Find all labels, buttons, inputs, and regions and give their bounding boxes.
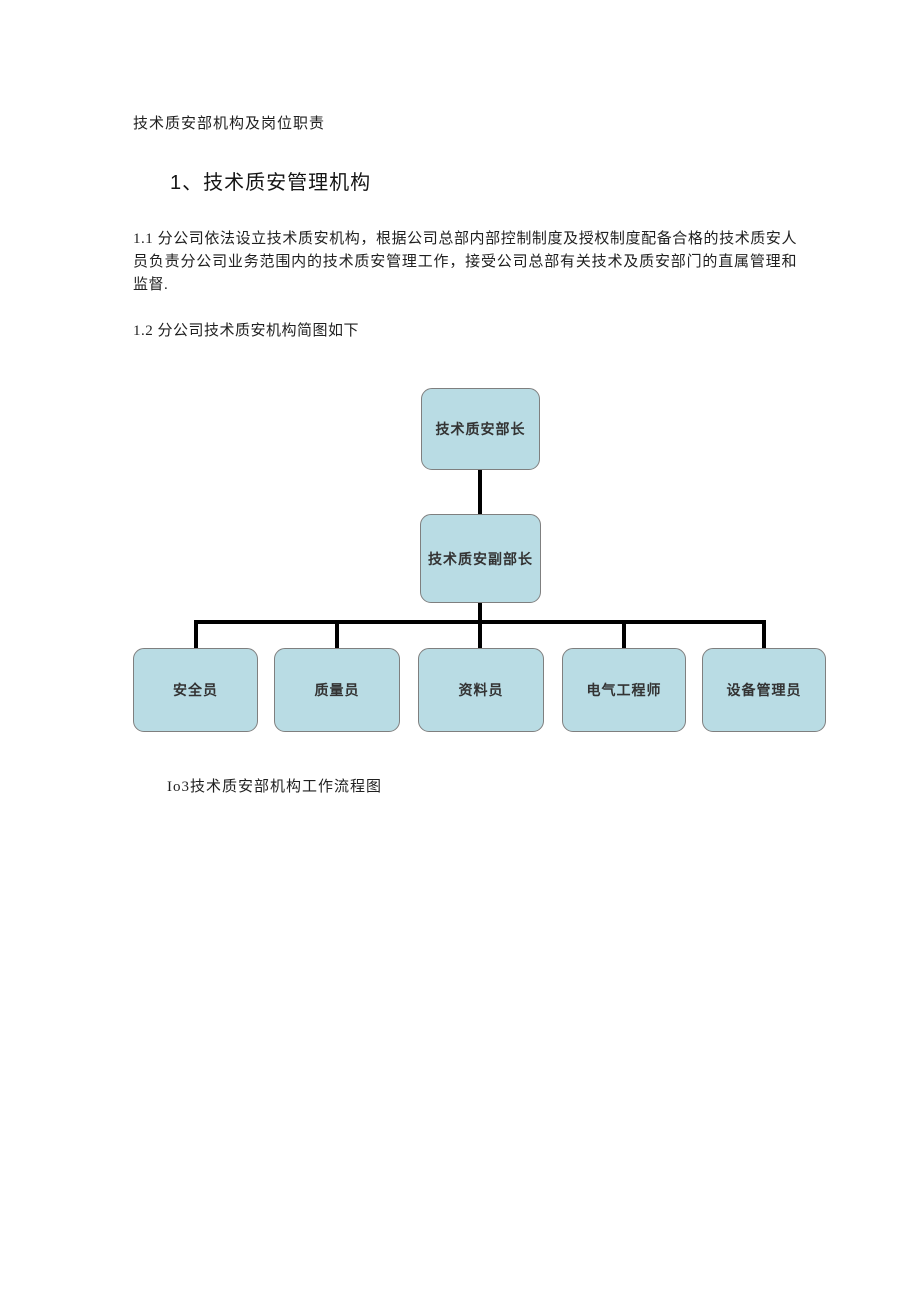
figure-caption: Io3技术质安部机构工作流程图	[167, 779, 382, 795]
node-department-chief: 技术质安部长	[421, 388, 540, 470]
paragraph-1-2: 1.2 分公司技术质安机构简图如下	[133, 323, 360, 339]
node-safety-officer: 安全员	[133, 648, 258, 732]
connector-deputy-to-branch	[478, 602, 482, 622]
node-label: 技术质安部长	[435, 421, 526, 437]
node-electrical-engineer: 电气工程师	[562, 648, 686, 732]
node-label: 技术质安副部长	[428, 550, 533, 567]
connector-stub-documentation-officer	[478, 620, 482, 650]
node-deputy-chief: 技术质安副部长	[420, 514, 541, 603]
connector-stub-electrical-engineer	[622, 620, 626, 650]
node-label: 安全员	[173, 682, 218, 698]
paragraph-1-1: 1.1 分公司依法设立技术质安机构，根据公司总部内部控制制度及授权制度配备合格的…	[133, 231, 797, 293]
node-quality-officer: 质量员	[274, 648, 400, 732]
node-label: 资料员	[458, 682, 504, 698]
node-label: 质量员	[314, 682, 360, 698]
connector-stub-safety-officer	[194, 620, 198, 650]
connector-stub-quality-officer	[335, 620, 339, 650]
section-heading: 1、技术质安管理机构	[170, 172, 372, 194]
connector-stub-equipment-manager	[762, 620, 766, 650]
connector-root-to-deputy	[478, 470, 482, 516]
page-title: 技术质安部机构及岗位职责	[133, 116, 326, 132]
node-equipment-manager: 设备管理员	[702, 648, 826, 732]
node-label: 电气工程师	[586, 682, 662, 698]
node-label: 设备管理员	[726, 682, 802, 698]
node-documentation-officer: 资料员	[418, 648, 544, 732]
